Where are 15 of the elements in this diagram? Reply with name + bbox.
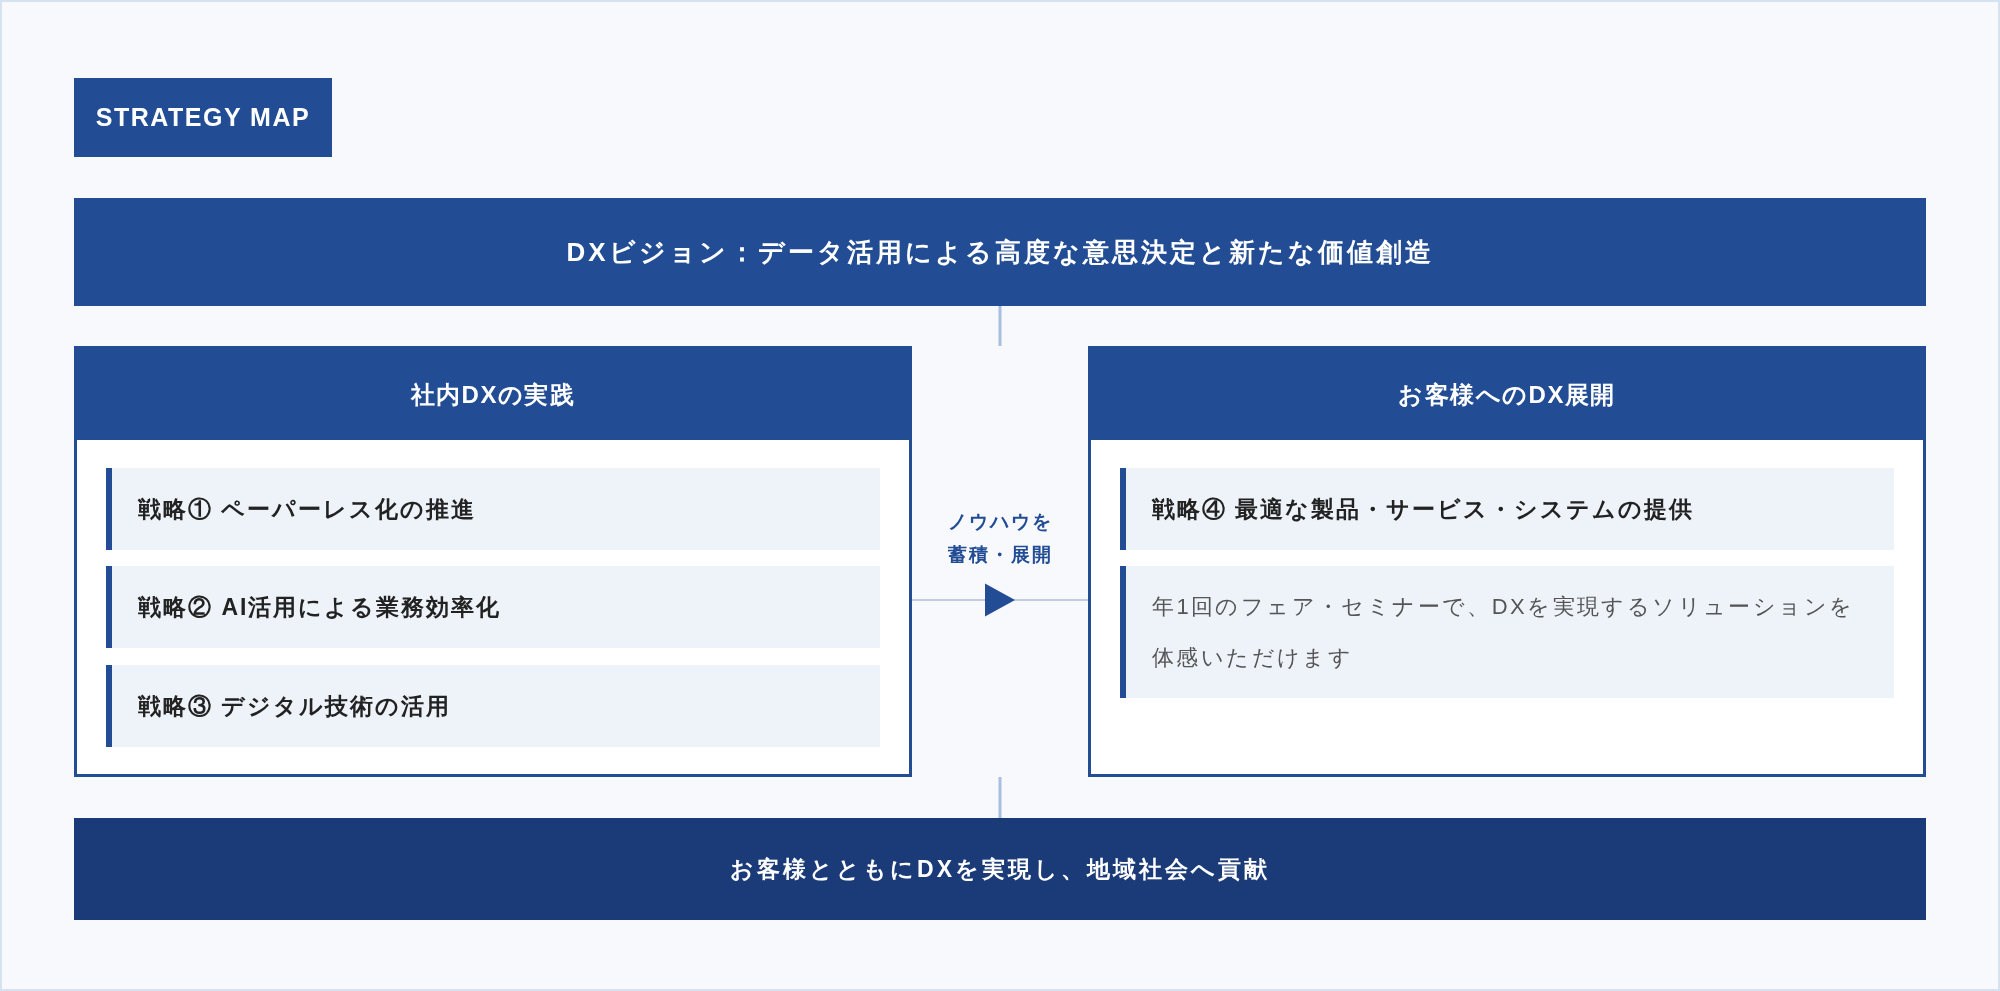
panel	[74, 346, 912, 777]
panel-header: 社内DXの実践	[77, 349, 909, 440]
heading-badge: STRATEGY MAP	[74, 78, 332, 157]
panel-header: お客様へのDX展開	[1091, 349, 1923, 440]
strategy-card: 戦略② AI活用による業務効率化	[106, 566, 880, 648]
connector-line	[998, 777, 1002, 818]
vision-banner: DXビジョン：データ活用による高度な意思決定と新たな価値創造	[74, 198, 1926, 306]
panel	[1088, 346, 1926, 777]
goal-banner: お客様とともにDXを実現し、地域社会へ貢献	[74, 818, 1926, 920]
strategy-card: 戦略③ デジタル技術の活用	[106, 665, 880, 747]
description-card: 年1回のフェア・セミナーで、DXを実現するソリューションを体感いただけます	[1120, 566, 1894, 698]
strategy-card: 戦略④ 最適な製品・サービス・システムの提供	[1120, 468, 1894, 550]
connector-line	[998, 306, 1002, 346]
arrow	[911, 583, 1089, 617]
strategy-card: 戦略① ペーパーレス化の推進	[106, 468, 880, 550]
